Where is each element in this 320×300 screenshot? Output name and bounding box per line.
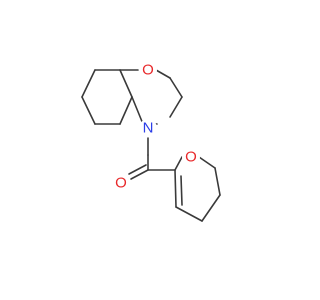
molecule-diagram: O N O O — [81, 61, 221, 222]
bond — [180, 175, 183, 206]
bond — [131, 96, 144, 125]
carbonyl-oxygen-atom: O — [112, 174, 130, 192]
bond — [169, 77, 183, 98]
bond — [155, 69, 171, 79]
atom-labels: O N O O — [112, 61, 200, 192]
nitrogen-atom: N — [139, 119, 157, 137]
atom-label-o1: O — [142, 62, 154, 79]
bond — [119, 96, 133, 125]
bond — [130, 169, 149, 180]
bond — [174, 156, 183, 171]
ring-oxygen-atom: O — [182, 148, 200, 166]
bond — [128, 164, 147, 175]
bond — [201, 194, 221, 222]
structure-svg: O N O O — [81, 61, 221, 222]
bond — [198, 156, 216, 169]
bond — [119, 69, 133, 98]
bond — [81, 69, 96, 98]
bond — [175, 206, 203, 222]
bonds — [81, 69, 221, 222]
atom-label-n1: N — [143, 120, 154, 137]
oxygen-atom: O — [139, 61, 157, 79]
bond — [214, 167, 221, 196]
atom-label-o2: O — [115, 175, 127, 192]
atom-label-o3: O — [185, 149, 197, 166]
bond — [174, 169, 177, 208]
bond — [169, 96, 183, 118]
bond — [81, 96, 96, 125]
